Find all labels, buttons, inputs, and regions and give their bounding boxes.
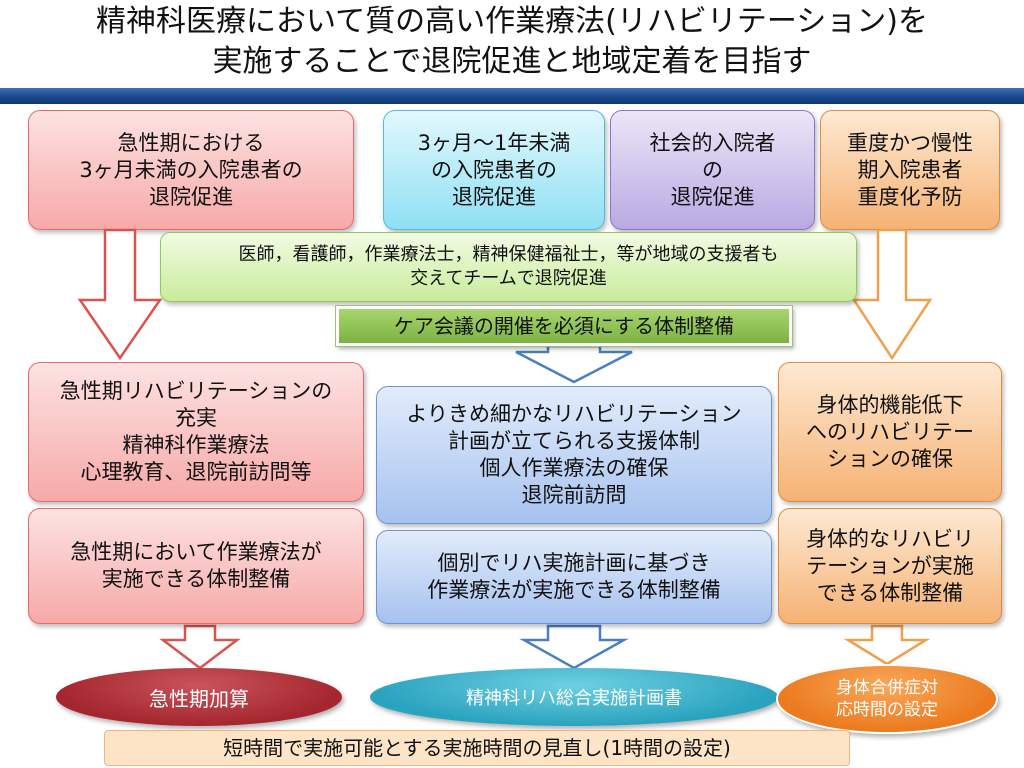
- ellipse-label: 身体合併症対: [836, 678, 938, 698]
- bar-label: 短時間で実施可能とする実施時間の見直し(1時間の設定): [223, 736, 731, 760]
- social-admission-box: 社会的入院者 の 退院促進: [610, 110, 815, 230]
- box-line: の: [702, 157, 723, 182]
- box-line: 個別でリハ実施計画に基づき: [437, 551, 711, 575]
- box-line: できる体制整備: [816, 580, 964, 605]
- box-line: 退院促進: [670, 184, 755, 209]
- physical-decline-rehab-box: 身体的機能低下 へのリハビリテー ションの確保: [778, 362, 1002, 502]
- box-line: 急性期における: [117, 130, 265, 155]
- box-line: 身体的なリハビリ: [806, 526, 974, 551]
- team-discharge-box: 医師，看護師，作業療法士，精神保健福祉士，等が地域の支援者も 交えてチームで退院…: [160, 232, 857, 302]
- box-line: 退院促進: [149, 184, 233, 209]
- acute-discharge-box: 急性期における 3ヶ月未満の入院患者の 退院促進: [28, 110, 354, 230]
- box-line: 重度化予防: [857, 184, 963, 209]
- red-down-arrow-upper: [77, 228, 163, 361]
- box-line: 実施できる体制整備: [101, 567, 291, 591]
- title-line-2: 実施することで退院促進と地域定着を目指す: [212, 44, 812, 79]
- box-line: 退院前訪問: [521, 483, 627, 507]
- ellipse-label: 精神科リハ総合実施計画書: [466, 688, 682, 709]
- title-underline-bar: [0, 88, 1024, 104]
- box-line: 医師，看護師，作業療法士，精神保健福祉士，等が地域の支援者も: [238, 244, 779, 265]
- orange-down-arrow-lower: [843, 624, 931, 666]
- care-meeting-banner: ケア会議の開催を必須にする体制整備: [336, 306, 792, 346]
- individual-plan-ot-box: 個別でリハ実施計画に基づき 作業療法が実施できる体制整備: [376, 530, 772, 624]
- box-line: 心理教育、退院前訪問等: [80, 460, 312, 484]
- box-line: 交えてチームで退院促進: [410, 268, 607, 289]
- blue-down-arrow-lower: [519, 624, 629, 670]
- box-line: 急性期において作業療法が: [70, 540, 322, 564]
- mid-term-discharge-box: 3ヶ月〜1年未満 の入院患者の 退院促進: [383, 110, 605, 230]
- acute-rehab-box: 急性期リハビリテーションの 充実 精神科作業療法 心理教育、退院前訪問等: [28, 362, 364, 502]
- box-line: 急性期リハビリテーションの: [59, 379, 333, 403]
- box-line: 3ヶ月未満の入院患者の: [79, 157, 303, 182]
- box-line: 充実: [175, 406, 217, 430]
- box-line: 期入院患者: [857, 157, 963, 182]
- page-title: 精神科医療において質の高い作業療法(リハビリテーション)を 実施することで退院促…: [0, 2, 1024, 82]
- box-line: ションの確保: [827, 446, 953, 471]
- rehab-plan-document-ellipse: 精神科リハ総合実施計画書: [370, 668, 778, 726]
- box-line: 社会的入院者: [649, 130, 776, 155]
- box-line: 計画が立てられる支援体制: [448, 429, 700, 453]
- detailed-rehab-plan-box: よりきめ細かなリハビリテーション 計画が立てられる支援体制 個人作業療法の確保 …: [376, 386, 772, 524]
- duration-review-bar: 短時間で実施可能とする実施時間の見直し(1時間の設定): [104, 730, 850, 766]
- acute-bonus-ellipse: 急性期加算: [56, 668, 342, 726]
- orange-down-arrow-upper: [851, 228, 933, 361]
- box-line: 精神科作業療法: [122, 433, 270, 457]
- physical-comorbidity-ellipse: 身体合併症対 応時間の設定: [776, 664, 998, 734]
- box-line: 重度かつ慢性: [847, 130, 973, 155]
- title-line-1: 精神科医療において質の高い作業療法(リハビリテーション)を: [96, 4, 928, 39]
- acute-ot-system-box: 急性期において作業療法が 実施できる体制整備: [28, 508, 364, 624]
- ellipse-label: 応時間の設定: [836, 700, 938, 720]
- box-line: 退院促進: [452, 184, 536, 209]
- box-line: テーションが実施: [806, 553, 974, 578]
- ellipse-label: 急性期加算: [149, 686, 249, 711]
- box-line: 身体的機能低下: [816, 392, 964, 417]
- box-line: よりきめ細かなリハビリテーション: [406, 402, 742, 426]
- box-line: の入院患者の: [431, 157, 557, 182]
- physical-rehab-system-box: 身体的なリハビリ テーションが実施 できる体制整備: [778, 508, 1002, 624]
- red-down-arrow-lower: [159, 624, 241, 670]
- box-line: 作業療法が実施できる体制整備: [427, 578, 721, 602]
- box-line: へのリハビリテー: [806, 419, 974, 444]
- box-line: 個人作業療法の確保: [479, 456, 669, 480]
- blue-down-arrow-upper: [515, 344, 633, 384]
- box-line: 3ヶ月〜1年未満: [417, 130, 571, 155]
- chronic-patient-box: 重度かつ慢性 期入院患者 重度化予防: [820, 110, 1000, 230]
